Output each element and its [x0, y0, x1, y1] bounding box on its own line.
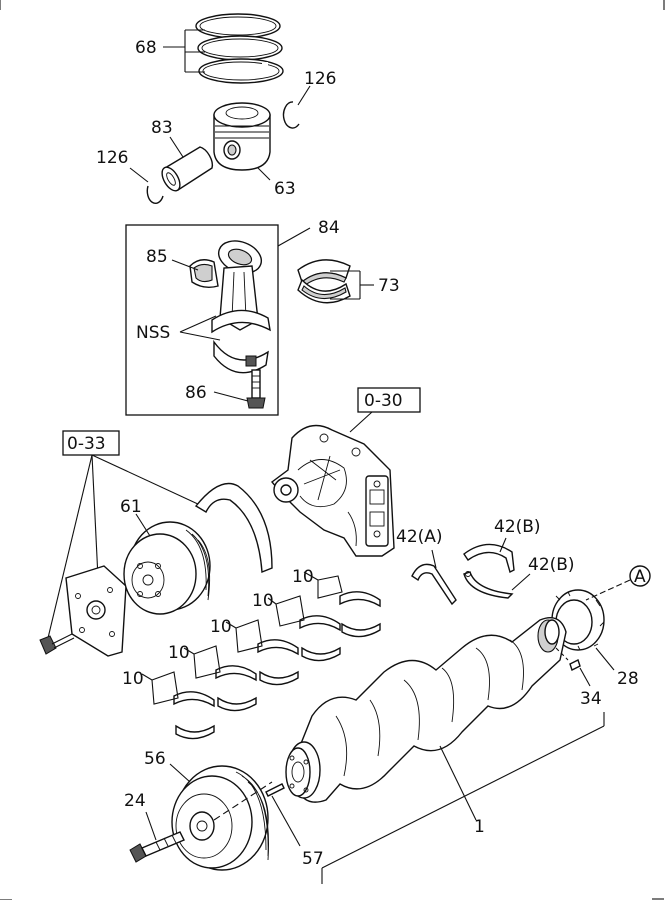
piston-pin[interactable]: [158, 146, 214, 194]
piston-rings[interactable]: [195, 13, 284, 84]
damper-pulley[interactable]: [123, 521, 211, 615]
label-main-bearing-5: 10: [292, 567, 314, 587]
ref-a-dash-line: [585, 579, 631, 601]
label-thrust-b2: 42(B): [528, 555, 575, 575]
ref-timing-leaders: [47, 454, 201, 639]
leader-dowel: [579, 667, 591, 687]
label-ref-a: A: [634, 567, 646, 587]
leader-crank-pulley: [169, 763, 191, 783]
main-bearing-3[interactable]: [257, 639, 299, 686]
leader-damper-pulley: [135, 513, 151, 537]
leader-bolt: [145, 811, 157, 841]
main-bearing-5[interactable]: [339, 591, 381, 638]
label-conrod-cap: 85: [146, 247, 168, 267]
label-bolt: 24: [124, 791, 146, 811]
snap-ring-left[interactable]: [146, 185, 164, 205]
label-pin: 57: [302, 849, 324, 869]
pulley-pin[interactable]: [265, 783, 285, 797]
label-damper-pulley: 61: [120, 497, 142, 517]
conrod-bolt[interactable]: [246, 369, 266, 409]
label-ref-timing: 0-33: [67, 434, 106, 454]
piston-rings-leader: [163, 29, 205, 73]
label-thrust-b1: 42(B): [494, 517, 541, 537]
label-piston-pin: 83: [151, 118, 173, 138]
main-bearing-2[interactable]: [215, 665, 257, 712]
thrust-washer-b-upper[interactable]: [463, 543, 515, 574]
nss-leaders: [179, 315, 221, 341]
main-bearing-brackets: [141, 571, 343, 705]
timing-cover-plate[interactable]: [65, 565, 127, 657]
leader-conrod-cap: [171, 259, 199, 271]
conrod-cap-lower[interactable]: [213, 339, 269, 374]
label-piston: 63: [274, 179, 296, 199]
label-ref-water-pump: 0-30: [364, 391, 403, 411]
leader-ref-water-pump: [349, 411, 373, 433]
label-piston-rings: 68: [135, 38, 157, 58]
pulley-bolt[interactable]: [129, 831, 185, 863]
label-thrust-a: 42(A): [396, 527, 443, 547]
label-main-bearing-4: 10: [252, 591, 274, 611]
label-nss: NSS: [136, 323, 170, 343]
main-bearing-4[interactable]: [299, 615, 341, 662]
water-pump-housing[interactable]: [270, 424, 395, 557]
label-dowel: 34: [580, 689, 602, 709]
ref-box-timing[interactable]: [62, 430, 120, 456]
label-crankshaft: 1: [474, 817, 485, 837]
leader-piston: [257, 167, 271, 181]
leader-thrust-b1: [499, 537, 507, 553]
crank-pulley[interactable]: [171, 765, 269, 871]
thrust-washer-b-lower[interactable]: [463, 571, 514, 599]
connecting-rod[interactable]: [211, 235, 271, 334]
label-main-bearing-2: 10: [168, 643, 190, 663]
leader-sensor-ring: [595, 647, 615, 671]
conrod-cap[interactable]: [189, 259, 219, 289]
leader-piston-pin: [169, 136, 184, 158]
label-snap-ring-left: 126: [96, 148, 128, 168]
thrust-washer-a[interactable]: [411, 563, 457, 606]
label-conrod-bolt: 86: [185, 383, 207, 403]
conrod-bearing[interactable]: [297, 259, 351, 304]
leader-snap-ring-left: [129, 167, 149, 183]
timing-cover-bolt[interactable]: [39, 633, 75, 655]
leader-conrod-assy: [277, 227, 311, 247]
dowel-pin[interactable]: [569, 659, 581, 671]
label-conrod-bearing: 73: [378, 276, 400, 296]
leader-pin: [271, 795, 301, 847]
leader-thrust-b2: [511, 573, 531, 591]
rear-seal-gasket[interactable]: [194, 482, 273, 574]
leader-crankshaft: [439, 745, 477, 821]
ref-box-water-pump[interactable]: [357, 387, 421, 413]
leader-snap-ring-top: [297, 85, 311, 106]
piston[interactable]: [213, 102, 271, 171]
snap-ring-right[interactable]: [282, 101, 300, 129]
conrod-assy-box: [125, 224, 279, 416]
dowel-bracket: [321, 712, 605, 884]
leader-conrod-bolt: [213, 391, 249, 402]
conrod-bearing-leader: [330, 270, 374, 300]
label-main-bearing-3: 10: [210, 617, 232, 637]
main-bearing-1[interactable]: [173, 691, 215, 740]
leader-thrust-a: [431, 549, 437, 569]
label-main-bearing-1: 10: [122, 669, 144, 689]
label-conrod-assy: 84: [318, 218, 340, 238]
label-snap-ring-top: 126: [304, 69, 336, 89]
label-sensor-ring: 28: [617, 669, 639, 689]
crankshaft[interactable]: [285, 617, 569, 803]
ref-a-circle[interactable]: [629, 565, 651, 587]
label-crank-pulley: 56: [144, 749, 166, 769]
pulley-axis-dash: [213, 781, 273, 821]
